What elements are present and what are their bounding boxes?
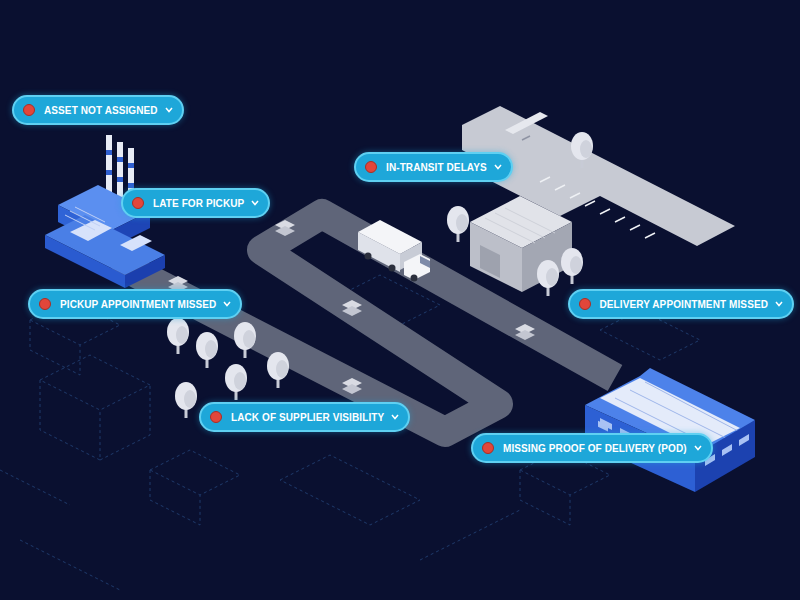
status-dot: [579, 298, 591, 310]
status-dot: [132, 197, 144, 209]
callout-pill: DELIVERY APPOINTMENT MISSED: [568, 289, 794, 319]
chevron-icon: [223, 301, 231, 307]
status-dot: [210, 411, 222, 423]
status-dot: [23, 104, 35, 116]
chevron-icon: [775, 301, 783, 307]
callout-text: LACK OF SUPPLIER VISIBILITY: [231, 412, 384, 423]
callout-text: ASSET NOT ASSIGNED: [44, 105, 158, 116]
callout-text: PICKUP APPOINTMENT MISSED: [60, 299, 216, 310]
callout-pill: LATE FOR PICKUP: [121, 188, 270, 218]
callout-text: MISSING PROOF OF DELIVERY (POD): [503, 443, 687, 454]
callout-pill: LACK OF SUPPLIER VISIBILITY: [199, 402, 410, 432]
callout-pill: PICKUP APPOINTMENT MISSED: [28, 289, 242, 319]
chevron-icon: [391, 414, 399, 420]
status-dot: [39, 298, 51, 310]
callout-text: DELIVERY APPOINTMENT MISSED: [600, 299, 768, 310]
callout-pill: ASSET NOT ASSIGNED: [12, 95, 184, 125]
callout-pill: IN-TRANSIT DELAYS: [354, 152, 513, 182]
callout-pill: MISSING PROOF OF DELIVERY (POD): [471, 433, 713, 463]
callout-text: IN-TRANSIT DELAYS: [386, 162, 487, 173]
chevron-icon: [494, 164, 502, 170]
chevron-icon: [251, 200, 259, 206]
chevron-icon: [694, 445, 702, 451]
status-dot: [365, 161, 377, 173]
chevron-icon: [165, 107, 173, 113]
callout-text: LATE FOR PICKUP: [153, 198, 244, 209]
status-dot: [482, 442, 494, 454]
